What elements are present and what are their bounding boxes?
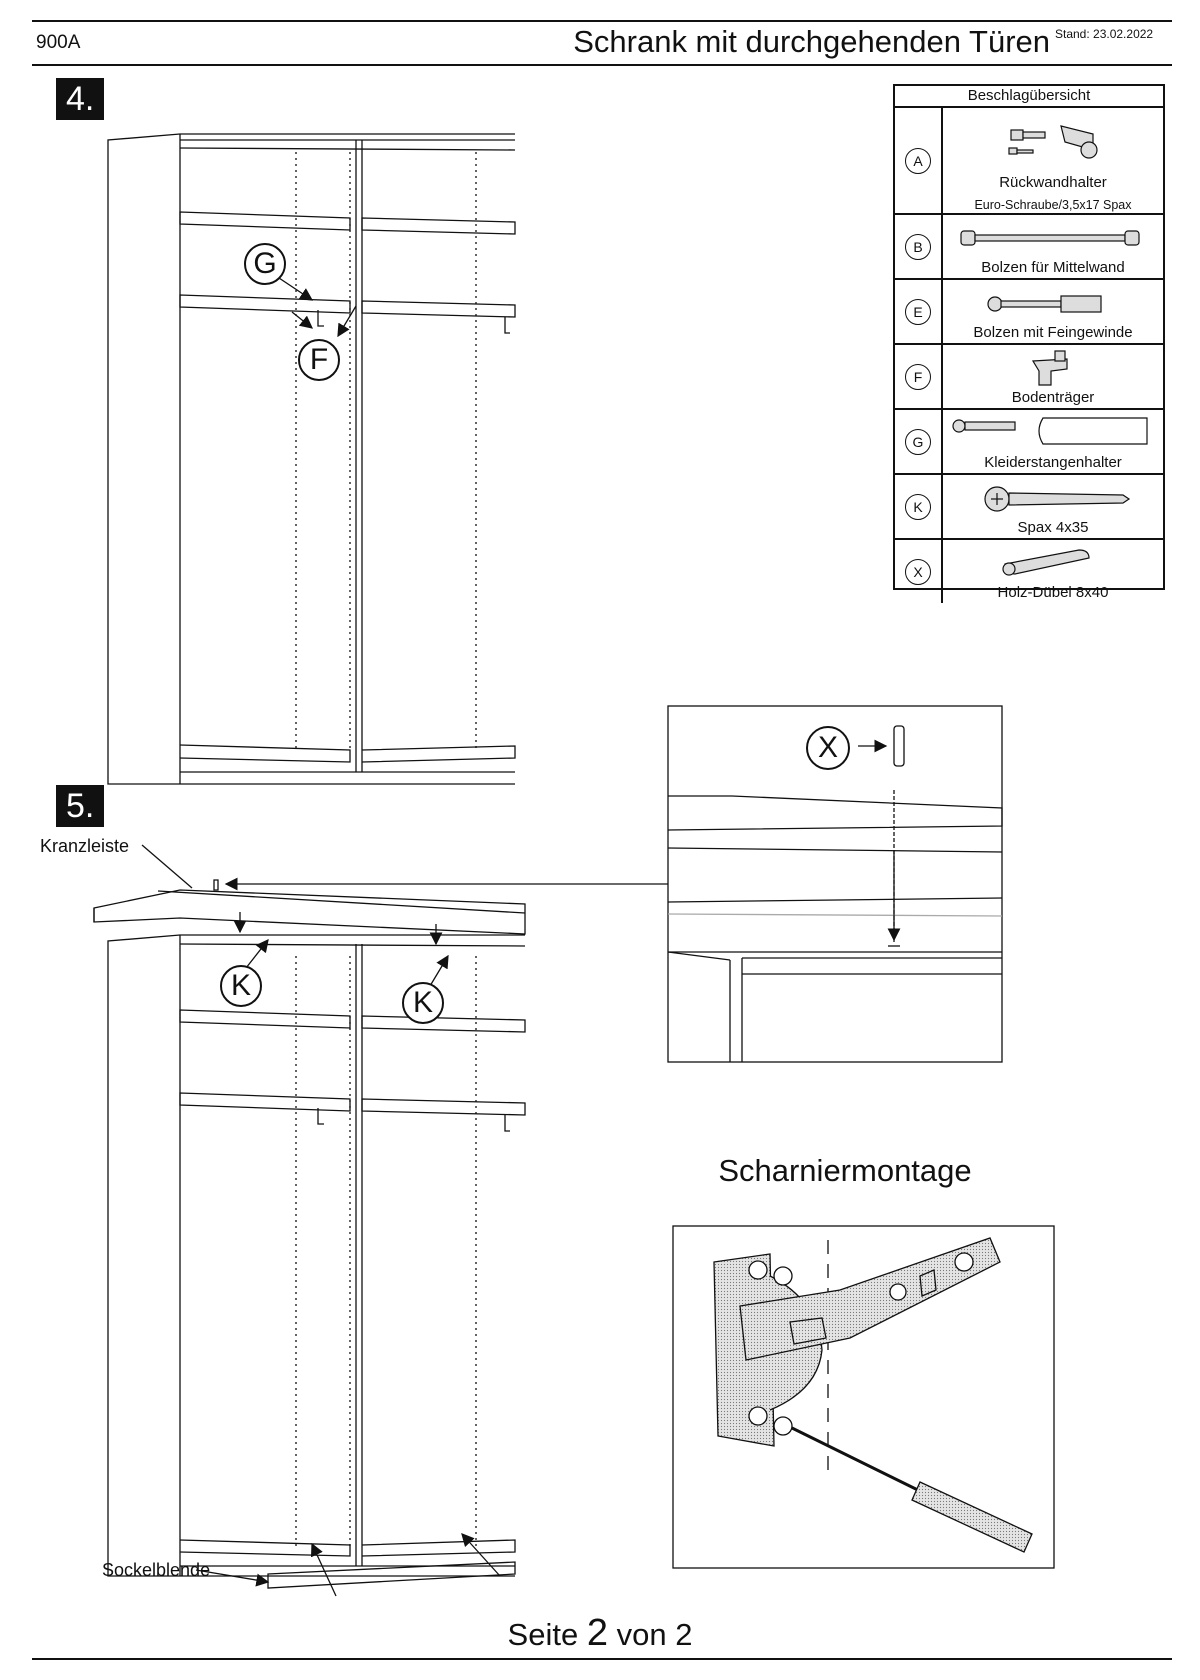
- row-letter: G: [905, 428, 931, 455]
- step5-cabinet: [93, 844, 668, 1597]
- row-letter: A: [905, 147, 931, 174]
- row-letter: K: [905, 493, 931, 520]
- wood-dowel-icon: [1002, 549, 1090, 576]
- header-top-rule: [32, 20, 1172, 22]
- row-letter: E: [905, 298, 931, 325]
- screw-icon: [984, 486, 1131, 512]
- overview-row-f: F Bodenträger: [895, 345, 1163, 410]
- header-bottom-rule: [32, 64, 1172, 66]
- footer-suffix: von 2: [616, 1617, 693, 1652]
- hardware-overview-table: Beschlagübersicht A Rückwandhalter Euro-…: [893, 84, 1165, 603]
- page-title: Schrank mit durchgehenden Türen: [573, 24, 1050, 59]
- page-number: 2: [586, 1612, 608, 1654]
- overview-row-g: G Kleiderstangenhalter: [895, 410, 1163, 475]
- page-footer: Seite 2 von 2: [0, 1612, 1200, 1655]
- overview-row-a: A Rückwandhalter Euro-Schraube/3,5x17 Sp…: [895, 108, 1163, 215]
- overview-title: Beschlagübersicht: [895, 86, 1163, 108]
- callout-f: F: [298, 339, 340, 381]
- shelf-support-icon: [1031, 350, 1068, 386]
- overview-row-b: B Bolzen für Mittelwand: [895, 215, 1163, 280]
- callout-x: X: [806, 726, 850, 770]
- step-4-number: 4.: [56, 78, 105, 120]
- back-panel-holder-icon: [1008, 125, 1098, 159]
- overview-row-k: K Spax 4x35: [895, 475, 1163, 540]
- footer-prefix: Seite: [507, 1617, 579, 1652]
- kranzleiste-label: Kranzleiste: [40, 836, 130, 856]
- callout-k-left: K: [220, 965, 262, 1007]
- fine-thread-bolt-icon: [987, 295, 1102, 313]
- dowel-detail: [667, 705, 1003, 1063]
- callout-k-right: K: [402, 982, 444, 1024]
- step-5-number: 5.: [56, 785, 105, 827]
- row-letter: F: [905, 363, 931, 390]
- row-letter: X: [905, 558, 931, 585]
- overview-row-e: E Bolzen mit Feingewinde: [895, 280, 1163, 345]
- doc-code: 900A: [36, 32, 81, 53]
- hinge-section-title: Scharniermontage: [718, 1153, 972, 1188]
- hinge-detail: [672, 1225, 1055, 1569]
- step4-cabinet: [107, 133, 516, 785]
- row-letter: B: [905, 233, 931, 260]
- revision-date: Stand: 23.02.2022: [1055, 27, 1154, 41]
- rod-holder-icon: [952, 417, 1148, 445]
- overview-row-x: X Holz-Dübel 8x40: [895, 540, 1163, 603]
- center-wall-bolt-icon: [960, 230, 1140, 246]
- sockelblende-label: Sockelblende: [102, 1560, 211, 1580]
- footer-rule: [32, 1658, 1172, 1660]
- callout-g: G: [244, 243, 286, 285]
